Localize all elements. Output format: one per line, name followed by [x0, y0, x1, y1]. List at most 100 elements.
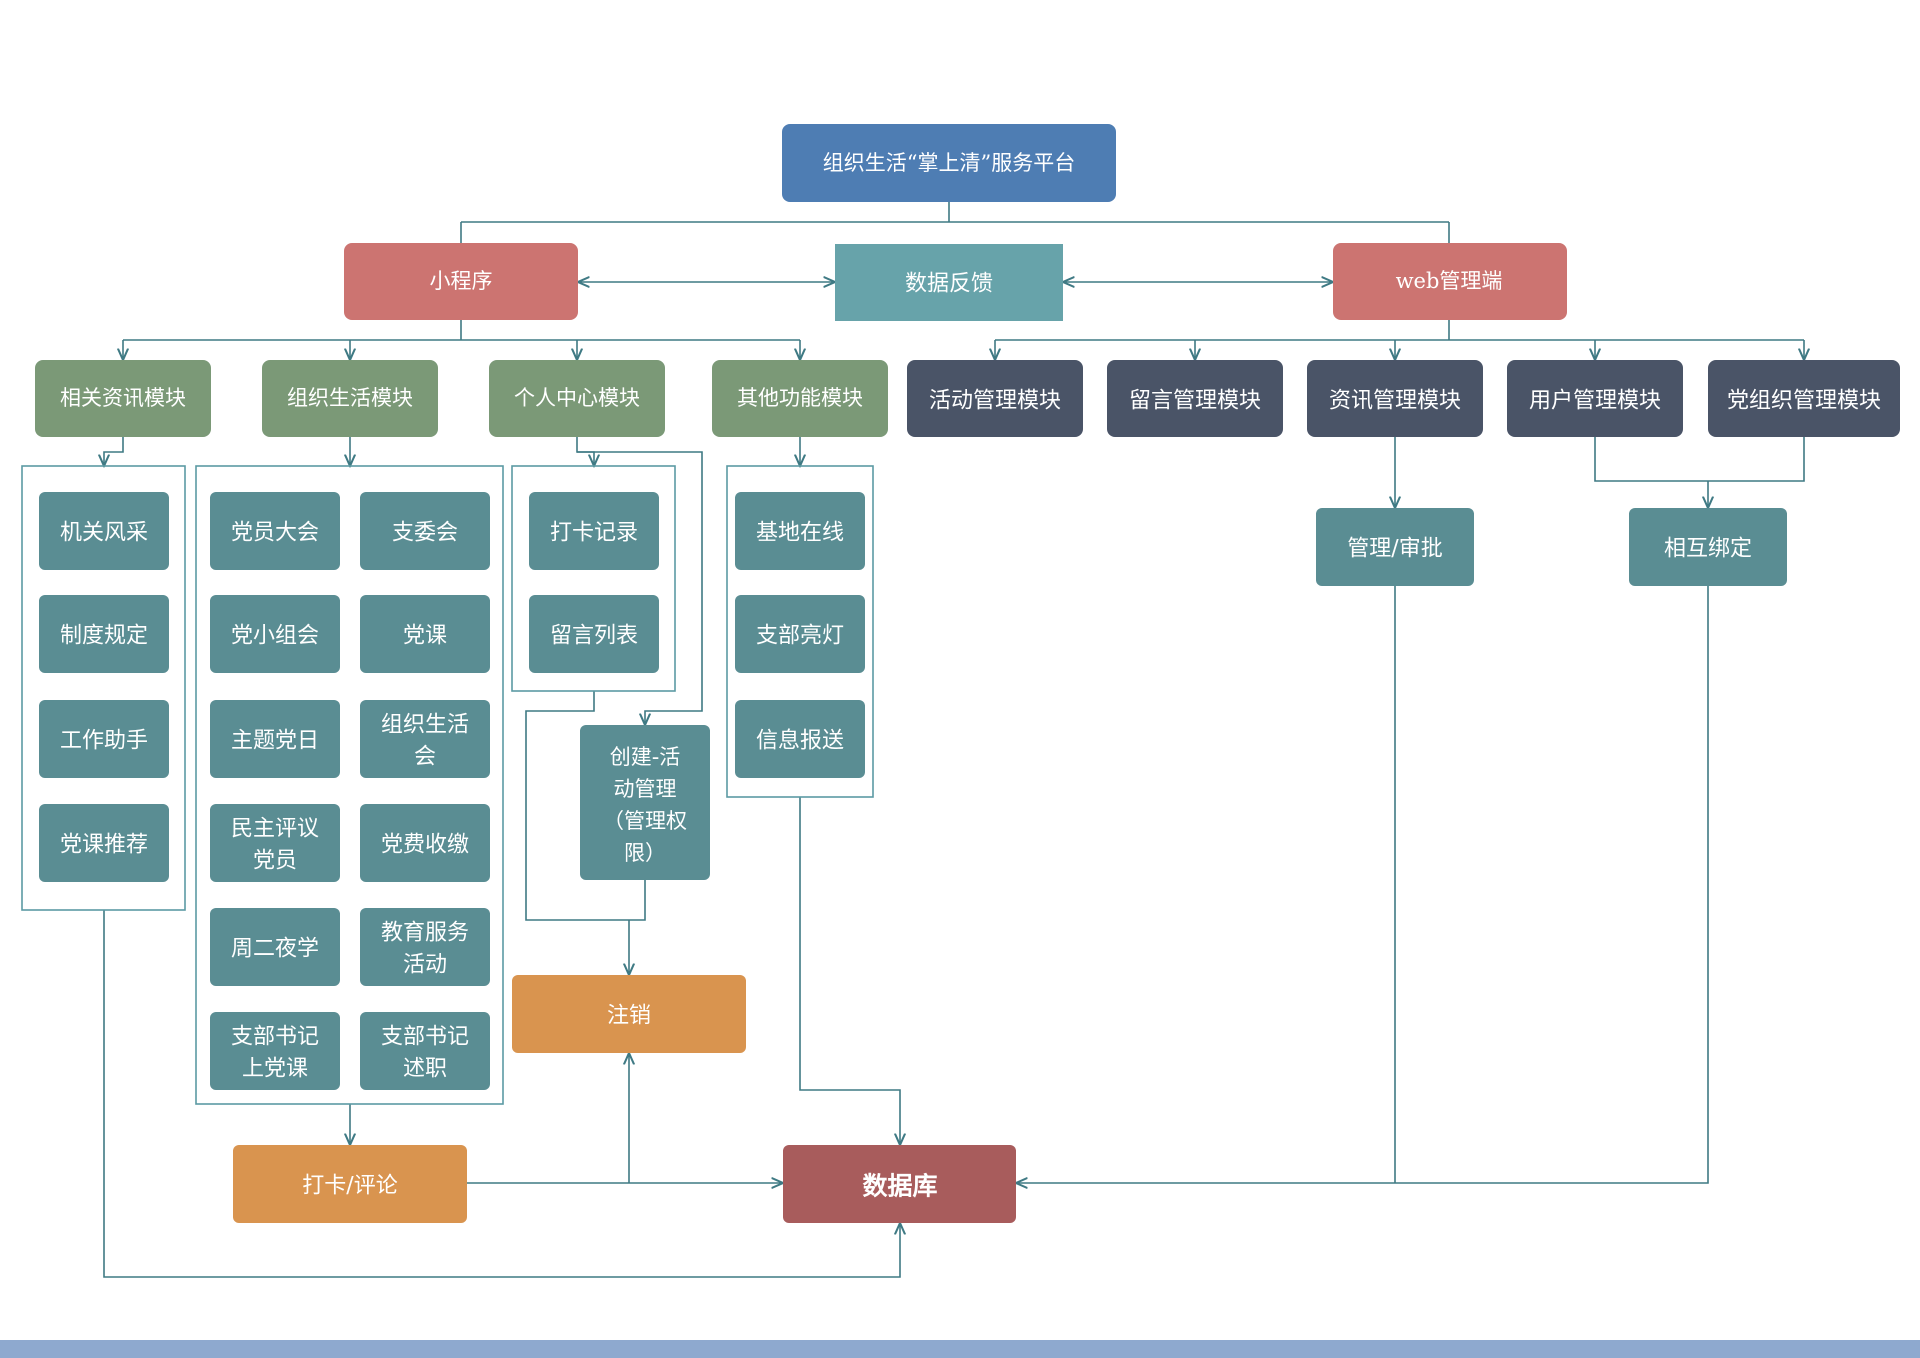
org-item-box: [210, 804, 340, 882]
group-frames: [21, 465, 874, 1105]
create-activity-line3: （管理权: [603, 809, 687, 833]
module-party-org-mgmt[interactable]: 党组织管理模块: [1708, 360, 1900, 437]
module-info-box: [35, 360, 211, 437]
approval-label: 管理/审批: [1347, 537, 1442, 562]
module-personal[interactable]: 个人中心模块: [489, 360, 665, 437]
org-item-box: [210, 908, 340, 986]
module-message-mgmt-label: 留言管理模块: [1129, 389, 1261, 414]
org-item[interactable]: 支委会: [360, 492, 490, 570]
info-group-frame: [21, 465, 186, 911]
root-node[interactable]: 组织生活“掌上清”服务平台: [782, 124, 1116, 202]
org-item-label-line1: 民主评议: [231, 817, 319, 842]
feedback-box: [835, 244, 1063, 321]
other-item-label: 信息报送: [756, 729, 844, 754]
create-activity-line1: 创建-活: [610, 745, 681, 769]
org-item-label: 党费收缴: [381, 833, 469, 858]
org-item[interactable]: 党小组会: [210, 595, 340, 673]
info-item-box: [39, 804, 169, 882]
info-item-label: 机关风采: [60, 521, 148, 546]
other-item[interactable]: 信息报送: [735, 700, 865, 778]
module-other[interactable]: 其他功能模块: [712, 360, 888, 437]
database-label: 数据库: [862, 1172, 937, 1201]
org-item-label-line1: 组织生活: [381, 713, 469, 738]
org-item[interactable]: 组织生活 会: [360, 700, 490, 778]
info-items: 机关风采 制度规定 工作助手 党课推荐: [39, 492, 169, 882]
org-item-box: [210, 492, 340, 570]
org-item-box: [210, 595, 340, 673]
info-item[interactable]: 制度规定: [39, 595, 169, 673]
org-item-label: 党员大会: [231, 521, 319, 546]
info-item-box: [39, 700, 169, 778]
module-news-mgmt-label: 资讯管理模块: [1329, 389, 1461, 414]
personal-item-label: 留言列表: [550, 624, 638, 649]
info-item[interactable]: 工作助手: [39, 700, 169, 778]
info-item-box: [39, 492, 169, 570]
personal-item[interactable]: 留言列表: [529, 595, 659, 673]
org-item[interactable]: 党费收缴: [360, 804, 490, 882]
web-admin-label: web管理端: [1396, 269, 1503, 293]
module-party-org-mgmt-box: [1708, 360, 1900, 437]
personal-item-box: [529, 492, 659, 570]
web-admin-node[interactable]: web管理端: [1333, 243, 1567, 320]
info-item[interactable]: 党课推荐: [39, 804, 169, 882]
org-item-label: 支委会: [392, 521, 458, 546]
org-item-label-line2: 党员: [253, 849, 297, 874]
org-item[interactable]: 主题党日: [210, 700, 340, 778]
info-item[interactable]: 机关风采: [39, 492, 169, 570]
module-info[interactable]: 相关资讯模块: [35, 360, 211, 437]
binding-node[interactable]: 相互绑定: [1629, 508, 1787, 586]
logout-label: 注销: [607, 1004, 651, 1029]
org-item-box: [360, 1012, 490, 1090]
other-item-box: [735, 700, 865, 778]
module-org-life-label: 组织生活模块: [287, 386, 413, 410]
module-user-mgmt[interactable]: 用户管理模块: [1507, 360, 1683, 437]
binding-box: [1629, 508, 1787, 586]
personal-group-frame: [511, 465, 676, 692]
personal-item[interactable]: 打卡记录: [529, 492, 659, 570]
checkin-comment-box: [233, 1145, 467, 1223]
module-message-mgmt[interactable]: 留言管理模块: [1107, 360, 1283, 437]
org-item-label-line2: 活动: [403, 953, 447, 978]
module-personal-box: [489, 360, 665, 437]
org-item-label-line2: 述职: [403, 1057, 447, 1082]
feedback-node[interactable]: 数据反馈: [835, 244, 1063, 321]
root-box: [782, 124, 1116, 202]
miniprogram-node[interactable]: 小程序: [344, 243, 578, 320]
module-activity-mgmt[interactable]: 活动管理模块: [907, 360, 1083, 437]
other-item[interactable]: 基地在线: [735, 492, 865, 570]
create-activity-line2: 动管理: [614, 777, 677, 801]
binding-label: 相互绑定: [1664, 537, 1752, 562]
module-user-mgmt-label: 用户管理模块: [1529, 389, 1661, 414]
personal-item-box: [529, 595, 659, 673]
module-other-label: 其他功能模块: [737, 386, 863, 410]
create-activity-node[interactable]: 创建-活 动管理 （管理权 限）: [580, 725, 710, 880]
org-item-label-line1: 支部书记: [231, 1025, 319, 1050]
other-item-box: [735, 492, 865, 570]
module-info-label: 相关资讯模块: [60, 386, 186, 410]
org-item-box: [360, 908, 490, 986]
org-item[interactable]: 支部书记 述职: [360, 1012, 490, 1090]
org-item-box: [360, 492, 490, 570]
org-item[interactable]: 民主评议 党员: [210, 804, 340, 882]
approval-box: [1316, 508, 1474, 586]
approval-node[interactable]: 管理/审批: [1316, 508, 1474, 586]
module-user-mgmt-box: [1507, 360, 1683, 437]
org-item[interactable]: 党课: [360, 595, 490, 673]
module-news-mgmt[interactable]: 资讯管理模块: [1307, 360, 1483, 437]
logout-node[interactable]: 注销: [512, 975, 746, 1053]
org-item[interactable]: 教育服务 活动: [360, 908, 490, 986]
org-item[interactable]: 党员大会: [210, 492, 340, 570]
org-item-box: [210, 1012, 340, 1090]
miniprogram-box: [344, 243, 578, 320]
database-node[interactable]: 数据库: [783, 1145, 1016, 1223]
module-org-life-box: [262, 360, 438, 437]
module-message-mgmt-box: [1107, 360, 1283, 437]
org-item[interactable]: 支部书记 上党课: [210, 1012, 340, 1090]
checkin-comment-node[interactable]: 打卡/评论: [233, 1145, 467, 1223]
other-item[interactable]: 支部亮灯: [735, 595, 865, 673]
database-box: [783, 1145, 1016, 1223]
module-org-life[interactable]: 组织生活模块: [262, 360, 438, 437]
other-item-label: 支部亮灯: [756, 624, 844, 649]
org-item[interactable]: 周二夜学: [210, 908, 340, 986]
